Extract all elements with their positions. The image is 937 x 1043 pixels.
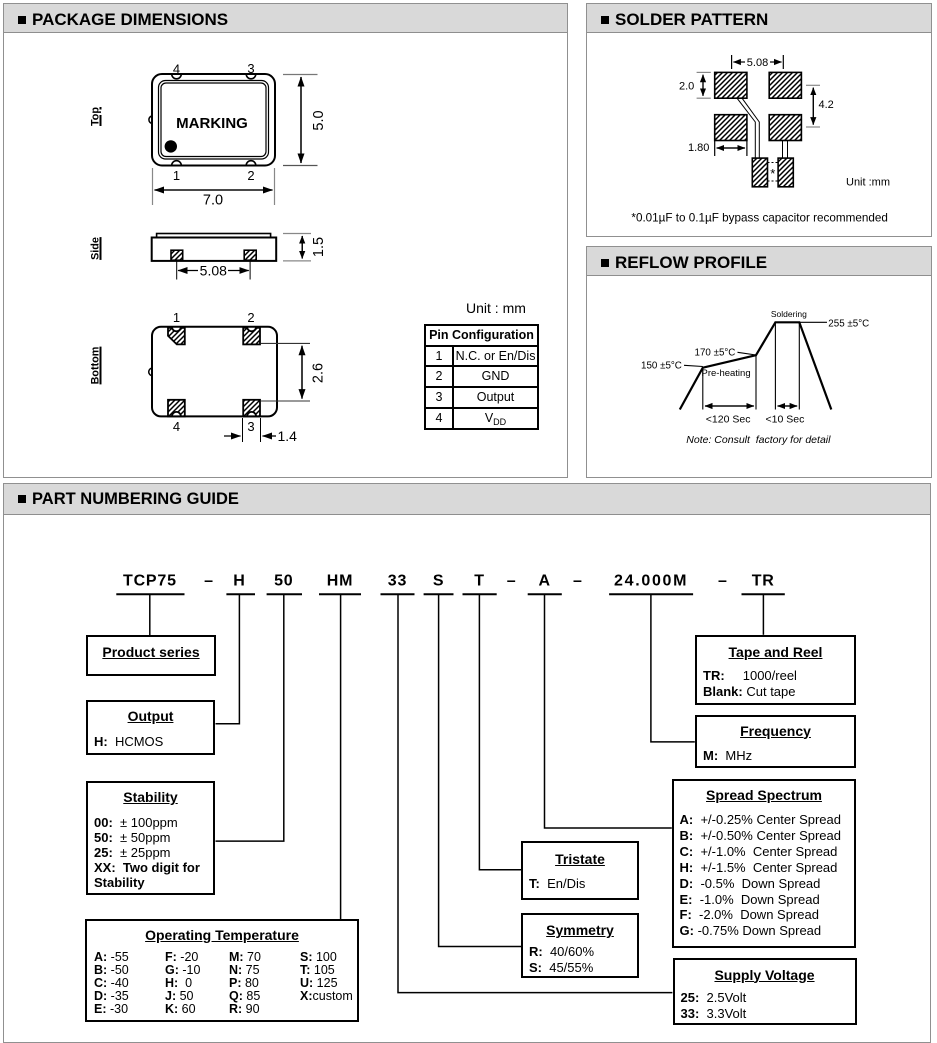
svg-text:TR: TR: [752, 572, 775, 589]
svg-text:*: *: [770, 166, 775, 181]
svg-text:Soldering: Soldering: [771, 309, 807, 319]
svg-text:2.0: 2.0: [679, 80, 694, 92]
svg-text:<10 Sec: <10 Sec: [766, 413, 805, 425]
svg-text:1.80: 1.80: [688, 142, 709, 154]
svg-text:<120 Sec: <120 Sec: [706, 413, 751, 425]
svg-text:TCP75: TCP75: [123, 572, 177, 589]
svg-text:1.5: 1.5: [311, 237, 327, 257]
svg-text:150 ±5°C: 150 ±5°C: [641, 360, 682, 371]
svg-text:3: 3: [247, 419, 254, 434]
svg-text:2: 2: [247, 310, 254, 325]
svg-text:50: 50: [274, 572, 293, 589]
svg-text:4: 4: [173, 61, 180, 76]
svg-text:33: 33: [388, 572, 407, 589]
svg-text:S: S: [433, 572, 444, 589]
svg-text:3: 3: [247, 61, 254, 76]
svg-text:HM: HM: [327, 572, 353, 589]
svg-text:1: 1: [173, 310, 180, 325]
svg-text:–: –: [204, 572, 214, 589]
svg-text:7.0: 7.0: [203, 193, 223, 209]
svg-text:1.4: 1.4: [278, 428, 298, 444]
svg-text:A: A: [539, 572, 551, 589]
svg-text:2: 2: [247, 168, 254, 183]
svg-text:4.2: 4.2: [819, 99, 834, 111]
svg-text:2.6: 2.6: [311, 363, 327, 383]
svg-text:MARKING: MARKING: [176, 115, 248, 132]
svg-text:Note: Consult factory for det: Note: Consult factory for detail: [686, 434, 831, 446]
svg-text:5.08: 5.08: [200, 262, 227, 278]
svg-text:1: 1: [173, 168, 180, 183]
svg-text:Unit :mm: Unit :mm: [846, 176, 890, 188]
svg-text:5.08: 5.08: [747, 57, 768, 69]
svg-text:4: 4: [173, 419, 180, 434]
svg-text:5.0: 5.0: [311, 110, 327, 130]
svg-text:–: –: [573, 572, 583, 589]
svg-text:–: –: [507, 572, 517, 589]
svg-text:170 ±5°C: 170 ±5°C: [695, 348, 736, 359]
svg-text:T: T: [474, 572, 485, 589]
svg-text:255 ±5°C: 255 ±5°C: [828, 318, 869, 329]
svg-text:Pre-heating: Pre-heating: [702, 368, 751, 379]
svg-text:24.000M: 24.000M: [614, 572, 688, 589]
svg-text:*0.01µF to 0.1µF bypass capaci: *0.01µF to 0.1µF bypass capacitor recomm…: [631, 212, 887, 225]
svg-text:–: –: [718, 572, 728, 589]
svg-text:H: H: [233, 572, 245, 589]
